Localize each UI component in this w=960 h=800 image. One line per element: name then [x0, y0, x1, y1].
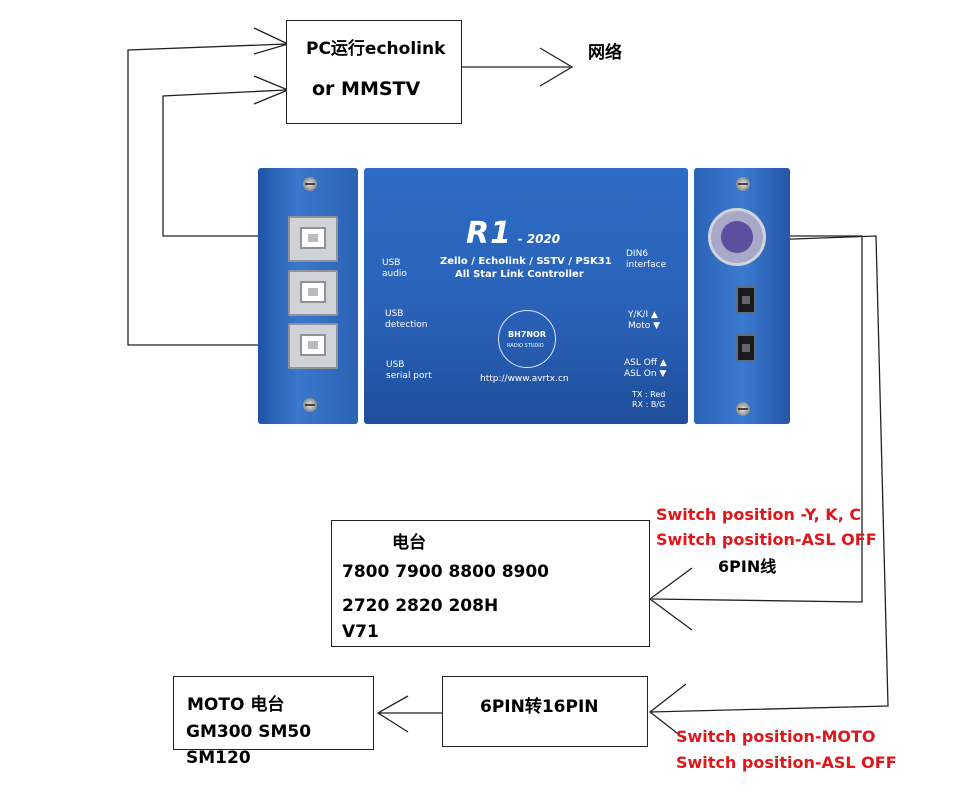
switch-ykl-moto [736, 286, 756, 314]
cable-6pin-label: 6PIN线 [718, 557, 777, 576]
din6-socket [708, 208, 766, 266]
screw [303, 398, 317, 412]
screw [303, 177, 317, 191]
label-usb-audio-l1: USB [382, 258, 401, 268]
logo-main: R1 [466, 216, 512, 251]
screw [736, 402, 750, 416]
converter-box [442, 676, 648, 747]
label-asl-off: ASL Off ▲ [624, 358, 667, 368]
arrow-din6-to-radio [648, 235, 863, 631]
radio-models-line3: V71 [342, 622, 379, 642]
label-din6-l1: DIN6 [626, 249, 649, 259]
usb-port-detection [288, 270, 338, 316]
device-title-line1: Zello / Echolink / SSTV / PSK31 [440, 256, 612, 267]
label-din6: DIN6 interface [626, 249, 666, 271]
label-tx: TX : Red [632, 390, 666, 399]
device-url: http://www.avrtx.cn [480, 374, 569, 384]
label-usb-detection: USB detection [385, 309, 428, 331]
label-usb-detection-l1: USB [385, 309, 404, 319]
r1-logo: R1 - 2020 [466, 216, 560, 251]
radio-models-line1: 7800 7900 8800 8900 [342, 562, 550, 582]
arrow-din6-to-converter [648, 235, 889, 741]
label-usb-serial: USB serial port [386, 360, 432, 382]
label-tx-rx: TX : Red RX : B/G [632, 390, 665, 410]
label-usb-detection-l2: detection [385, 320, 428, 330]
radio-box [331, 520, 650, 647]
arrow-converter-to-moto [376, 695, 442, 733]
label-moto: Moto ▼ [628, 321, 661, 331]
pc-box-line2: or MMSTV [312, 78, 421, 100]
switch-note-1-line1: Switch position -Y, K, C [656, 505, 862, 524]
label-rx: RX : B/G [632, 400, 666, 409]
label-usb-audio-l2: audio [382, 269, 407, 279]
label-ykl: Y/K/I ▲ [628, 310, 658, 320]
moto-box-line1: MOTO 电台 [187, 695, 285, 715]
moto-box [173, 676, 374, 750]
label-usb-audio: USB audio [382, 258, 407, 280]
logo-year: - 2020 [517, 232, 561, 246]
screw [736, 177, 750, 191]
switch-note-1-line2: Switch position-ASL OFF [656, 530, 877, 549]
label-usb-serial-l1: USB [386, 360, 405, 370]
switch-note-2-line2: Switch position-ASL OFF [676, 753, 897, 772]
converter-box-label: 6PIN转16PIN [480, 697, 599, 717]
radio-box-title: 电台 [392, 533, 426, 553]
label-asl: ASL Off ▲ ASL On ▼ [624, 358, 667, 380]
device-center-panel [364, 168, 688, 424]
label-usb-serial-l2: serial port [386, 371, 432, 381]
switch-asl [736, 334, 756, 362]
badge-subtitle: RADIO STUDIO [507, 343, 544, 349]
label-ykl-moto: Y/K/I ▲ Moto ▼ [628, 310, 660, 332]
badge-callsign: BH7NOR [508, 330, 547, 339]
network-label: 网络 [588, 43, 622, 63]
usb-port-audio [288, 216, 338, 262]
arrow-pc-to-network [462, 47, 574, 87]
radio-models-line2: 2720 2820 208H [342, 596, 499, 616]
moto-box-line2: GM300 SM50 [186, 722, 312, 742]
label-asl-on: ASL On ▼ [624, 369, 667, 379]
label-din6-l2: interface [626, 260, 667, 270]
pc-box-line1: PC运行echolink [306, 39, 446, 59]
device-title-line2: All Star Link Controller [455, 269, 584, 280]
pc-box [286, 20, 462, 124]
usb-port-serial [288, 323, 338, 369]
studio-badge: BH7NOR RADIO STUDIO [498, 310, 556, 368]
switch-note-2-line1: Switch position-MOTO [676, 727, 876, 746]
moto-box-line3: SM120 [186, 748, 251, 768]
